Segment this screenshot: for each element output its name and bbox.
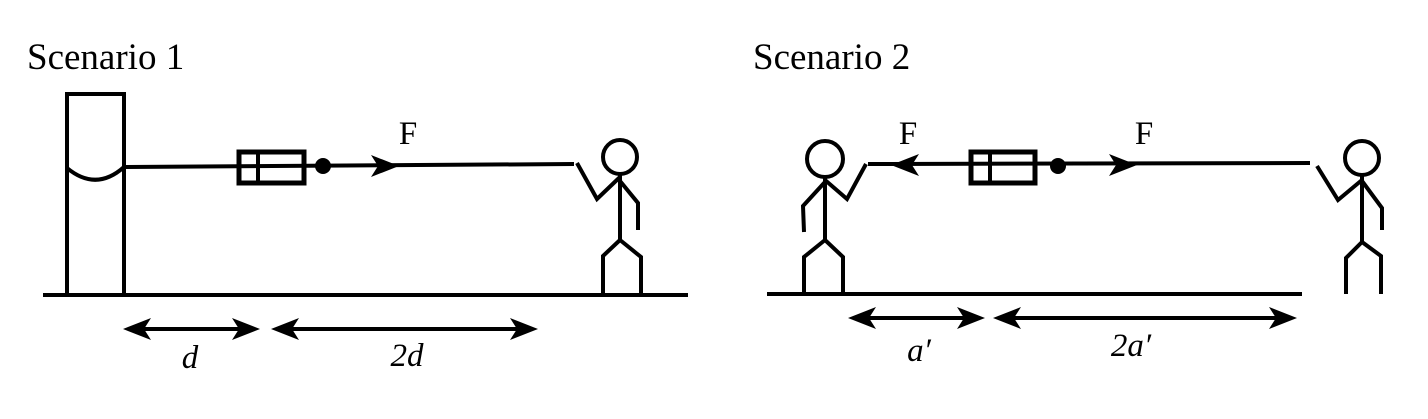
scenario1-rope-knot-dot xyxy=(315,158,331,174)
scenario2-right-puller-pulling-arm xyxy=(1315,164,1364,204)
scenario1-dim-d-arrowhead-right-icon xyxy=(232,318,260,340)
scenario1-puller-left-leg xyxy=(601,238,622,295)
scenario2-dim-2a: 2a′ xyxy=(993,307,1297,364)
scenario2-spring-scale-box xyxy=(968,149,1038,186)
scenario2-right-puller-head xyxy=(1343,139,1381,177)
scenario2-title: Scenario 2 xyxy=(753,37,910,78)
scenario1-dim-2d: 2d xyxy=(271,318,538,374)
scenario2-force-right-arrowhead-icon xyxy=(1109,154,1137,176)
scenario2-right-puller xyxy=(1315,139,1384,294)
scenario2-left-puller-head xyxy=(805,139,845,179)
scenario1-force-label: F xyxy=(399,116,417,152)
scenario2-force-left-arrowhead-icon xyxy=(891,154,919,176)
scenario1-spring-scale-box xyxy=(236,149,307,186)
scenario2-right-puller-back-arm xyxy=(1360,179,1384,230)
scenario1-dim-2d-label: 2d xyxy=(391,338,425,374)
scenario2-force-left-label: F xyxy=(899,116,917,152)
scenario2-force-right-label: F xyxy=(1135,116,1153,152)
scenario1-rope-wrap-arc xyxy=(65,165,126,182)
scenario1-dim-d: d xyxy=(123,318,260,376)
scenario2-left-puller-back-arm xyxy=(800,180,827,233)
scenario1-puller-back-arm xyxy=(618,179,640,230)
scenario2-left-puller-left-leg xyxy=(802,238,827,294)
scenario2-dim-a-arrowhead-right-icon xyxy=(957,307,985,329)
scenario1-puller xyxy=(575,138,643,295)
scenario2-dim-a-label: a′ xyxy=(907,333,932,369)
scenario1-dim-d-label: d xyxy=(182,340,199,376)
scenario2-rope xyxy=(867,161,1311,166)
scenario2-group: Scenario 2 F F xyxy=(753,37,1384,369)
scenario2-left-puller-right-leg xyxy=(823,238,845,294)
scenario1-force-arrowhead-icon xyxy=(371,155,399,177)
scenario2-rope-knot-dot xyxy=(1050,158,1066,174)
scenario1-pole xyxy=(65,92,126,297)
scenario1-dim-2d-arrowhead-left-icon xyxy=(271,318,299,340)
scenario2-dim-2a-label: 2a′ xyxy=(1111,328,1152,364)
scenario2-left-puller xyxy=(800,139,868,294)
scenario1-puller-head xyxy=(601,138,639,176)
scenario1-title: Scenario 1 xyxy=(27,37,184,78)
scenario2-dim-a-arrowhead-left-icon xyxy=(848,307,876,329)
scenario2-dim-2a-arrowhead-right-icon xyxy=(1269,307,1297,329)
scenario1-rope xyxy=(123,162,575,169)
scenario2-dim-a: a′ xyxy=(848,307,985,369)
scenario1-dim-d-arrowhead-left-icon xyxy=(123,318,151,340)
scenario1-group: Scenario 1 F xyxy=(27,37,688,376)
scenario2-right-puller-right-leg xyxy=(1360,240,1383,294)
scenario1-puller-pulling-arm xyxy=(575,162,622,203)
scenario1-dim-2d-arrowhead-right-icon xyxy=(510,318,538,340)
scenario2-dim-2a-arrowhead-left-icon xyxy=(993,307,1021,329)
scenario2-right-puller-left-leg xyxy=(1344,240,1364,294)
scenario1-puller-right-leg xyxy=(618,238,643,295)
scenario2-left-puller-pulling-arm xyxy=(823,163,868,203)
